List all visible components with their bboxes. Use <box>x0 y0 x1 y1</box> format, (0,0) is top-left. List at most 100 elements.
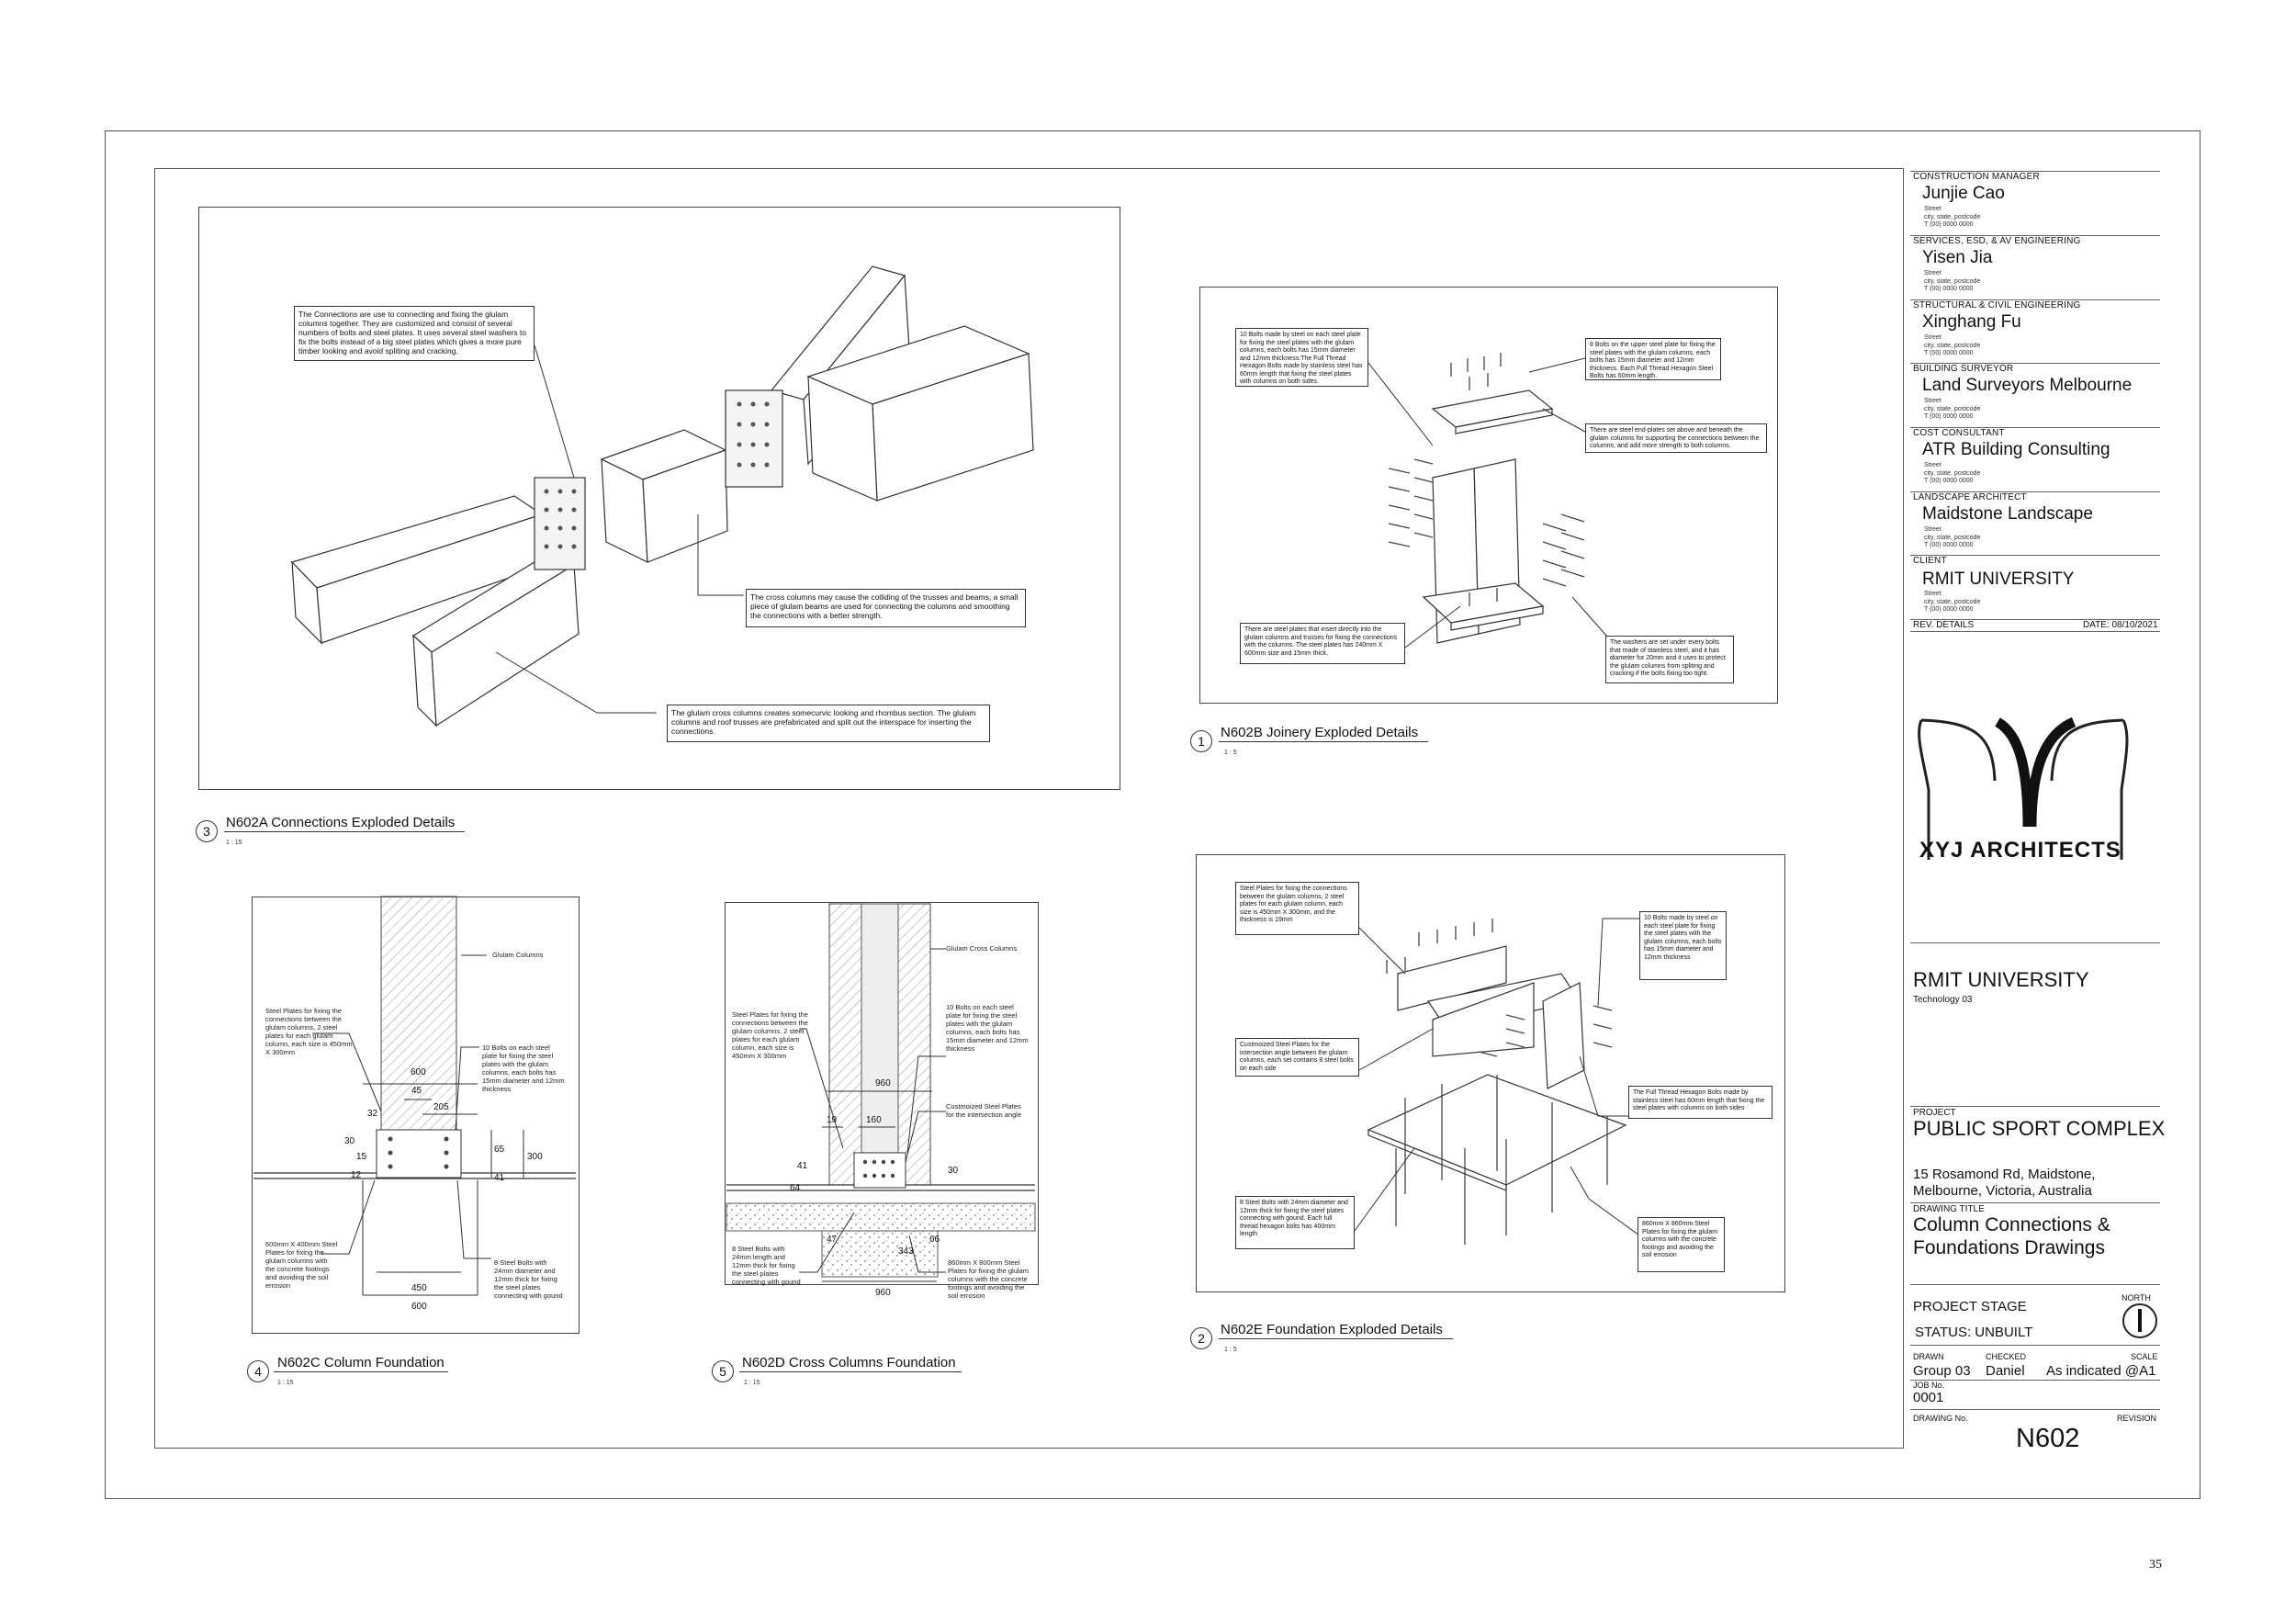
dim-65: 65 <box>494 1145 505 1155</box>
drawn-value: Group 03 <box>1913 1363 1971 1379</box>
dim-300: 300 <box>527 1152 543 1162</box>
label-d-footing-plates: 860mm X 800mm Steel Plates for fixing th… <box>948 1258 1029 1300</box>
label-c-steel-plates-footing: 600mm X 400mm Steel Plates for fixing th… <box>265 1240 338 1290</box>
label-c-10-bolts: 10 Bolts on each steel plate for fixing … <box>482 1043 565 1093</box>
view-number-2: 2 <box>1190 1327 1212 1349</box>
addr-city: city, state, postcode <box>1924 534 1981 541</box>
role-label: LANDSCAPE ARCHITECT <box>1913 492 2027 502</box>
dim-960-top: 960 <box>875 1078 891 1088</box>
addr-phone: T (00) 0000 0000 <box>1924 478 1974 484</box>
consultant-name: Xinghang Fu <box>1922 312 2021 332</box>
dim-12: 12 <box>351 1170 362 1180</box>
role-label: SERVICES, ESD, & AV ENGINEERING <box>1913 236 2081 246</box>
dim-30: 30 <box>344 1136 355 1146</box>
view-scale: 1 : 15 <box>277 1380 294 1386</box>
role-label: STRUCTURAL & CIVIL ENGINEERING <box>1913 300 2081 310</box>
label-glulam-columns: Glulam Columns <box>492 951 544 959</box>
view-number-3: 3 <box>196 820 218 842</box>
note-e-footing-plates: 860mm X 860mm Steel Plates for fixing th… <box>1638 1217 1725 1272</box>
north-label: NORTH <box>2122 1293 2151 1303</box>
addr-phone: T (00) 0000 0000 <box>1924 413 1974 420</box>
dim-64: 64 <box>790 1183 801 1193</box>
view-title-n602b: N602B Joinery Exploded Details <box>1221 725 1419 740</box>
consultant-name: Land Surveyors Melbourne <box>1922 376 2133 395</box>
addr-street: Street <box>1924 270 1941 276</box>
addr-phone: T (00) 0000 0000 <box>1924 542 1974 548</box>
firm-name: XYJ ARCHITECTS <box>1919 838 2122 863</box>
role-label: COST CONSULTANT <box>1913 428 2005 438</box>
dim-600-top: 600 <box>411 1067 426 1077</box>
scale-label: SCALE <box>2131 1352 2158 1361</box>
checked-label: CHECKED <box>1986 1352 2027 1361</box>
dim-600-bottom: 600 <box>411 1302 427 1312</box>
view-scale: 1 : 5 <box>1224 1347 1237 1353</box>
addr-street: Street <box>1924 398 1941 404</box>
dim-205: 205 <box>433 1102 449 1112</box>
consultant-name: Maidstone Landscape <box>1922 504 2093 524</box>
project-address-1: 15 Rosamond Rd, Maidstone, <box>1913 1167 2096 1182</box>
view-underline <box>1219 741 1428 742</box>
note-glulam-cross: The glulam cross columns creates somecur… <box>667 705 990 742</box>
dim-47: 47 <box>827 1235 838 1245</box>
note-e-hex-bolts: The Full Thread Hexagon Bolts made by st… <box>1628 1086 1773 1119</box>
view-title-n602d: N602D Cross Columns Foundation <box>742 1355 956 1370</box>
role-label: CONSTRUCTION MANAGER <box>1913 172 2040 182</box>
addr-street: Street <box>1924 206 1941 212</box>
addr-phone: T (00) 0000 0000 <box>1924 350 1974 356</box>
addr-street: Street <box>1924 334 1941 341</box>
dim-41: 41 <box>797 1161 808 1171</box>
view-title-n602e: N602E Foundation Exploded Details <box>1221 1322 1443 1337</box>
course-name: Technology 03 <box>1913 995 1973 1005</box>
drawing-title-2: Foundations Drawings <box>1913 1237 2105 1258</box>
checked-value: Daniel <box>1986 1363 2025 1379</box>
view-title-n602a: N602A Connections Exploded Details <box>226 815 456 830</box>
view-title-n602c: N602C Column Foundation <box>277 1355 445 1370</box>
addr-phone: T (00) 0000 0000 <box>1924 606 1974 613</box>
note-8-bolts: 8 Bolts on the upper steel plate for fix… <box>1585 338 1721 380</box>
role-label: BUILDING SURVEYOR <box>1913 364 2014 374</box>
addr-phone: T (00) 0000 0000 <box>1924 286 1974 292</box>
addr-city: city, state, postcode <box>1924 405 1981 412</box>
job-number: 0001 <box>1913 1390 1944 1405</box>
drawing-title-label: DRAWING TITLE <box>1913 1204 1985 1214</box>
addr-street: Street <box>1924 526 1941 533</box>
note-washers: The washers are set under every bolts th… <box>1605 636 1734 683</box>
project-address-2: Melbourne, Victoria, Australia <box>1913 1183 2092 1199</box>
scale-value: As indicated @A1 <box>2046 1363 2156 1379</box>
view-number-4: 4 <box>247 1360 269 1382</box>
job-label: JOB No. <box>1913 1381 1945 1390</box>
label-d-10-bolts: 10 Bolts on each steel plate for fixing … <box>946 1003 1029 1053</box>
status-text: STATUS: UNBUILT <box>1915 1325 2033 1340</box>
label-d-8-bolts: 8 Steel Bolts with 24mm length and 12mm … <box>732 1245 801 1286</box>
page-number: 35 <box>2149 1558 2162 1572</box>
label-c-steel-plates: Steel Plates for fixing the connections … <box>265 1007 353 1056</box>
date-label: DATE: 08/10/2021 <box>2083 620 2158 630</box>
role-label: CLIENT <box>1913 556 1947 566</box>
label-d-steel-plates: Steel Plates for fixing the connections … <box>732 1010 808 1060</box>
addr-city: city, state, postcode <box>1924 213 1981 220</box>
project-label: PROJECT <box>1913 1108 1956 1118</box>
addr-city: city, state, postcode <box>1924 342 1981 349</box>
consultant-name: Junjie Cao <box>1922 184 2005 203</box>
dim-41: 41 <box>494 1173 505 1183</box>
addr-street: Street <box>1924 462 1941 468</box>
dim-450: 450 <box>411 1283 427 1293</box>
dim-343: 343 <box>898 1246 914 1257</box>
note-e-10-bolts: 10 Bolts made by steel on each steel pla… <box>1639 911 1727 980</box>
view-underline <box>739 1371 962 1372</box>
revision-label: REVISION <box>2117 1414 2157 1423</box>
note-e-custom-plates: Custmoized Steel Plates for the intersec… <box>1235 1038 1359 1077</box>
sheet-border <box>105 130 2200 1499</box>
